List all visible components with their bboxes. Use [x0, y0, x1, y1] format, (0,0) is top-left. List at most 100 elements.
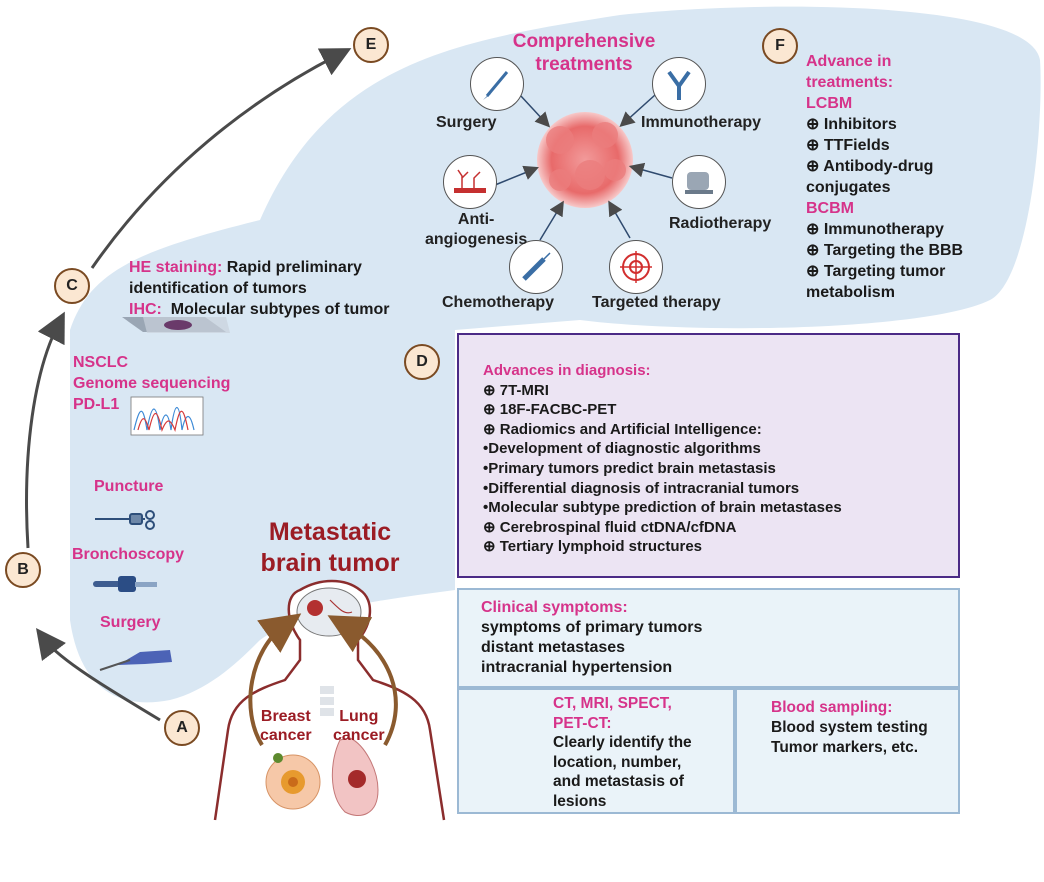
imaging-box: CT, MRI, SPECT, PET-CT: Clearly identify…: [457, 688, 735, 814]
blood-item: Blood system testing: [771, 719, 928, 736]
imaging-title-line1: CT, MRI, SPECT,: [553, 695, 672, 712]
pathology-slide: [122, 317, 230, 333]
pathology-text: HE staining: Rapid preliminary identific…: [129, 257, 389, 320]
clinical-item: distant metastases: [481, 639, 626, 656]
treatment-anti-angiogenesis-label: Anti- angiogenesis: [425, 210, 527, 250]
lcbm-item: ⊕ Inhibitors: [806, 116, 897, 133]
blood-list: Blood sampling: Blood system testing Tum…: [771, 698, 928, 758]
antibody-icon: [652, 57, 706, 111]
breast-cancer-label: Breast cancer: [260, 707, 312, 745]
he-staining-text: Rapid preliminary: [222, 259, 362, 276]
diagnosis-item: •Molecular subtype prediction of brain m…: [483, 499, 842, 517]
advance-treatments-panel: Advance in treatments: LCBM ⊕ Inhibitors…: [806, 51, 963, 303]
diagnosis-item: ⊕ Radiomics and Artificial Intelligence:: [483, 420, 762, 438]
bronchoscope-illustration: [93, 576, 157, 592]
breast-cancer-line1: Breast: [260, 708, 311, 725]
lung-cancer-label: Lung cancer: [333, 707, 385, 745]
biopsy-surgery-label: Surgery: [100, 614, 161, 631]
genomics-text: NSCLC Genome sequencing PD-L1: [73, 352, 230, 415]
lung-illustration: [331, 737, 379, 816]
metastatic-title-line1: Metastatic: [268, 518, 392, 546]
diagnosis-item: •Development of diagnostic algorithms: [483, 440, 761, 458]
treatment-chemotherapy-label: Chemotherapy: [442, 294, 555, 311]
treatment-surgery-label: Surgery: [436, 114, 497, 131]
surgery-scalpel-icon: [470, 57, 524, 111]
target-icon: [609, 240, 663, 294]
lcbm-item: conjugates: [806, 179, 891, 196]
metastatic-title-line2: brain tumor: [260, 549, 400, 577]
pd-l1-label: PD-L1: [73, 396, 120, 413]
diagnosis-list: Advances in diagnosis: ⊕ 7T-MRI ⊕ 18F-FA…: [483, 361, 842, 557]
radiotherapy-machine-icon: [672, 155, 726, 209]
anti-angiogenesis-line2: angiogenesis: [425, 231, 528, 248]
diagnosis-title: Advances in diagnosis:: [483, 362, 651, 379]
label-f: F: [762, 28, 798, 64]
nsclc-label: NSCLC: [73, 354, 129, 371]
bcbm-item: ⊕ Immunotherapy: [806, 221, 944, 238]
lcbm-heading: LCBM: [806, 95, 853, 112]
diagnosis-item: •Primary tumors predict brain metastasis: [483, 459, 776, 477]
blood-item: Tumor markers, etc.: [771, 739, 919, 756]
imaging-item: location, number,: [553, 753, 682, 771]
breast-cancer-line2: cancer: [260, 727, 312, 744]
clinical-list: Clinical symptoms: symptoms of primary t…: [481, 598, 702, 678]
diagnosis-item: ⊕ 7T-MRI: [483, 381, 549, 399]
lcbm-item: ⊕ Antibody-drug: [806, 158, 934, 175]
bronchoscopy-label: Bronchoscopy: [72, 546, 185, 563]
comprehensive-treatments-title: Comprehensive treatments: [484, 30, 684, 76]
blood-title: Blood sampling:: [771, 699, 893, 716]
advance-treatments-title-line1: Advance in: [806, 53, 892, 70]
imaging-item: Clearly identify the: [553, 734, 692, 751]
central-tumor: [537, 112, 633, 208]
metastasis-arrow-breast: [248, 613, 302, 747]
label-d: D: [404, 344, 440, 380]
blood-vessel-icon: [443, 155, 497, 209]
imaging-item: lesions: [553, 792, 607, 810]
advance-treatments-title-line2: treatments:: [806, 74, 894, 91]
label-e: E: [353, 27, 389, 63]
clinical-symptoms-box: Clinical symptoms: symptoms of primary t…: [457, 588, 960, 688]
anti-angiogenesis-line1: Anti-: [457, 211, 495, 228]
puncture-needle-illustration: [95, 510, 155, 530]
clinical-item: intracranial hypertension: [481, 659, 673, 676]
sequencing-chart: [130, 396, 204, 436]
imaging-item: and metastasis of: [553, 773, 684, 790]
treatment-targeted-label: Targeted therapy: [592, 294, 721, 311]
bcbm-heading: BCBM: [806, 200, 854, 217]
clinical-item: symptoms of primary tumors: [481, 619, 703, 636]
syringe-icon: [509, 240, 563, 294]
arrow-c-to-e: [90, 48, 352, 269]
comprehensive-title-line2: treatments: [535, 54, 633, 75]
bcbm-item: metabolism: [806, 284, 895, 301]
bcbm-item: ⊕ Targeting the BBB: [806, 242, 964, 259]
label-b: B: [5, 552, 41, 588]
he-staining-text-line2: identification of tumors: [129, 280, 307, 297]
lcbm-item: ⊕ TTFields: [806, 137, 890, 154]
lung-cancer-line2: cancer: [333, 727, 385, 744]
imaging-list: CT, MRI, SPECT, PET-CT: Clearly identify…: [553, 694, 692, 811]
ihc-label: IHC:: [129, 301, 162, 318]
diagnosis-item: ⊕ 18F-FACBC-PET: [483, 401, 617, 419]
diagnosis-item: ⊕ Tertiary lymphoid structures: [483, 538, 703, 556]
breast-illustration: [265, 753, 321, 810]
advances-diagnosis-box: Advances in diagnosis: ⊕ 7T-MRI ⊕ 18F-FA…: [457, 333, 960, 578]
label-c: C: [54, 268, 90, 304]
label-a: A: [164, 710, 200, 746]
metastasis-arrow-lung: [327, 615, 398, 746]
he-staining-label: HE staining:: [129, 259, 223, 276]
metastatic-brain-tumor-title: Metastatic brain tumor: [200, 517, 460, 579]
imaging-title-line2: PET-CT:: [553, 714, 612, 732]
comprehensive-title-line1: Comprehensive: [512, 31, 656, 52]
clinical-title: Clinical symptoms:: [481, 599, 628, 616]
surgery-hand-illustration: [99, 650, 172, 671]
light-blue-region: [70, 6, 1041, 703]
bcbm-item: ⊕ Targeting tumor: [806, 263, 946, 280]
puncture-label: Puncture: [94, 478, 164, 495]
treatment-immunotherapy-label: Immunotherapy: [641, 114, 762, 131]
treatment-radiotherapy-label: Radiotherapy: [669, 215, 772, 232]
diagnosis-item: •Differential diagnosis of intracranial …: [483, 479, 800, 497]
arrow-b-to-c: [25, 311, 65, 549]
diagnosis-item: ⊕ Cerebrospinal fluid ctDNA/cfDNA: [483, 518, 737, 536]
arrow-a-to-b: [35, 628, 161, 722]
